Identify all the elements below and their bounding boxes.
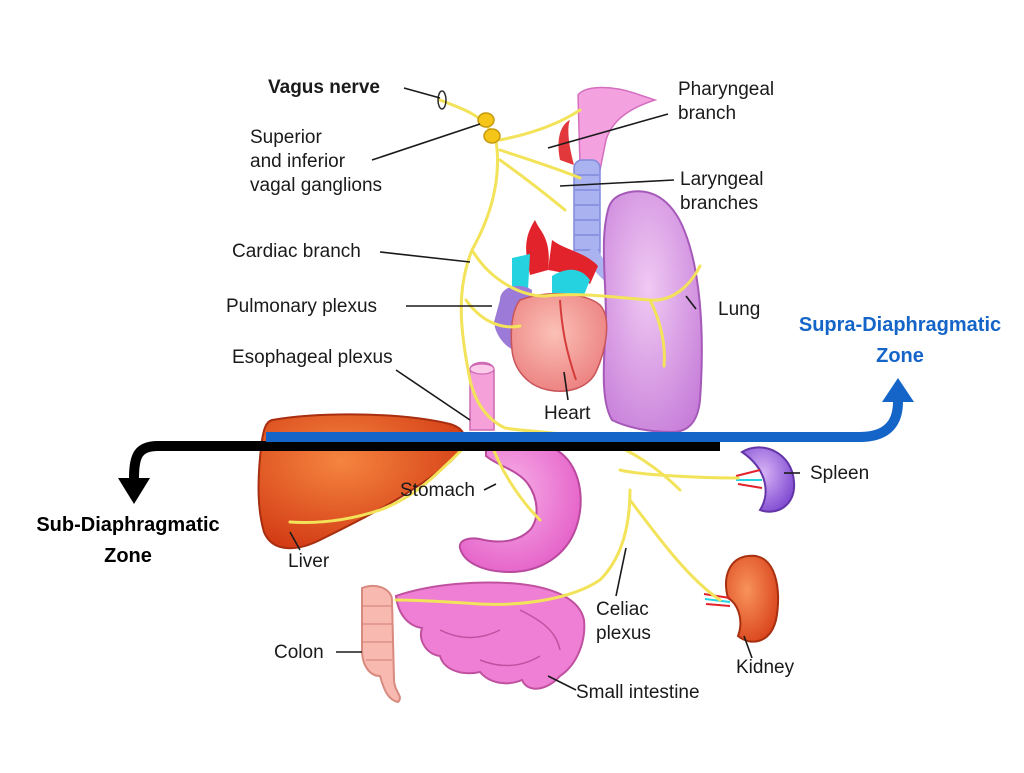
label-kidney: Kidney <box>736 657 795 678</box>
label-pharyngeal-line1: Pharyngeal <box>678 79 775 100</box>
vagus-nerve-branches <box>288 98 740 606</box>
label-laryngeal-line1: Laryngeal <box>680 169 764 190</box>
colon <box>361 584 401 704</box>
label-pulmonary-plexus: Pulmonary plexus <box>226 296 378 317</box>
label-ganglia-line2: and inferior <box>250 151 346 172</box>
leader-lines <box>289 87 800 691</box>
label-cardiac-branch: Cardiac branch <box>232 241 361 262</box>
label-ganglia-line3: vagal ganglions <box>250 175 383 196</box>
lung <box>602 190 703 434</box>
label-spleen: Spleen <box>810 463 870 484</box>
supra-diaphragmatic-arrow <box>266 378 914 442</box>
label-heart: Heart <box>544 403 591 424</box>
label-ganglia-line1: Superior <box>250 127 322 148</box>
sub-diaphragmatic-zone-label: Sub-Diaphragmatic Zone <box>0 510 256 572</box>
vagal-ganglion-inferior <box>483 128 501 144</box>
kidney <box>725 554 780 643</box>
sub-zone-line1: Sub-Diaphragmatic <box>36 514 220 536</box>
label-pharyngeal-line2: branch <box>678 103 737 124</box>
label-celiac-line2: plexus <box>596 623 651 644</box>
sub-zone-line2: Zone <box>104 545 152 567</box>
supra-zone-line1: Supra-Diaphragmatic <box>798 314 1002 336</box>
label-colon: Colon <box>274 642 324 663</box>
label-lung: Lung <box>718 299 761 320</box>
spleen <box>740 446 796 513</box>
heart <box>494 220 608 392</box>
label-liver: Liver <box>288 551 330 572</box>
label-stomach: Stomach <box>400 480 475 501</box>
vagus-nerve-cut-end <box>437 90 447 110</box>
label-laryngeal-line2: branches <box>680 193 759 214</box>
label-esophageal-plexus: Esophageal plexus <box>232 347 393 368</box>
small-intestine <box>394 581 586 690</box>
label-small-intestine: Small intestine <box>576 682 700 703</box>
stomach <box>458 436 582 574</box>
label-celiac-line1: Celiac <box>596 599 649 620</box>
supra-diaphragmatic-zone-label: Supra-Diaphragmatic Zone <box>770 310 1024 372</box>
label-vagus-nerve: Vagus nerve <box>268 77 380 98</box>
supra-zone-line2: Zone <box>876 345 924 367</box>
sub-diaphragmatic-arrow <box>118 441 720 504</box>
vagal-ganglion-superior <box>477 112 495 128</box>
